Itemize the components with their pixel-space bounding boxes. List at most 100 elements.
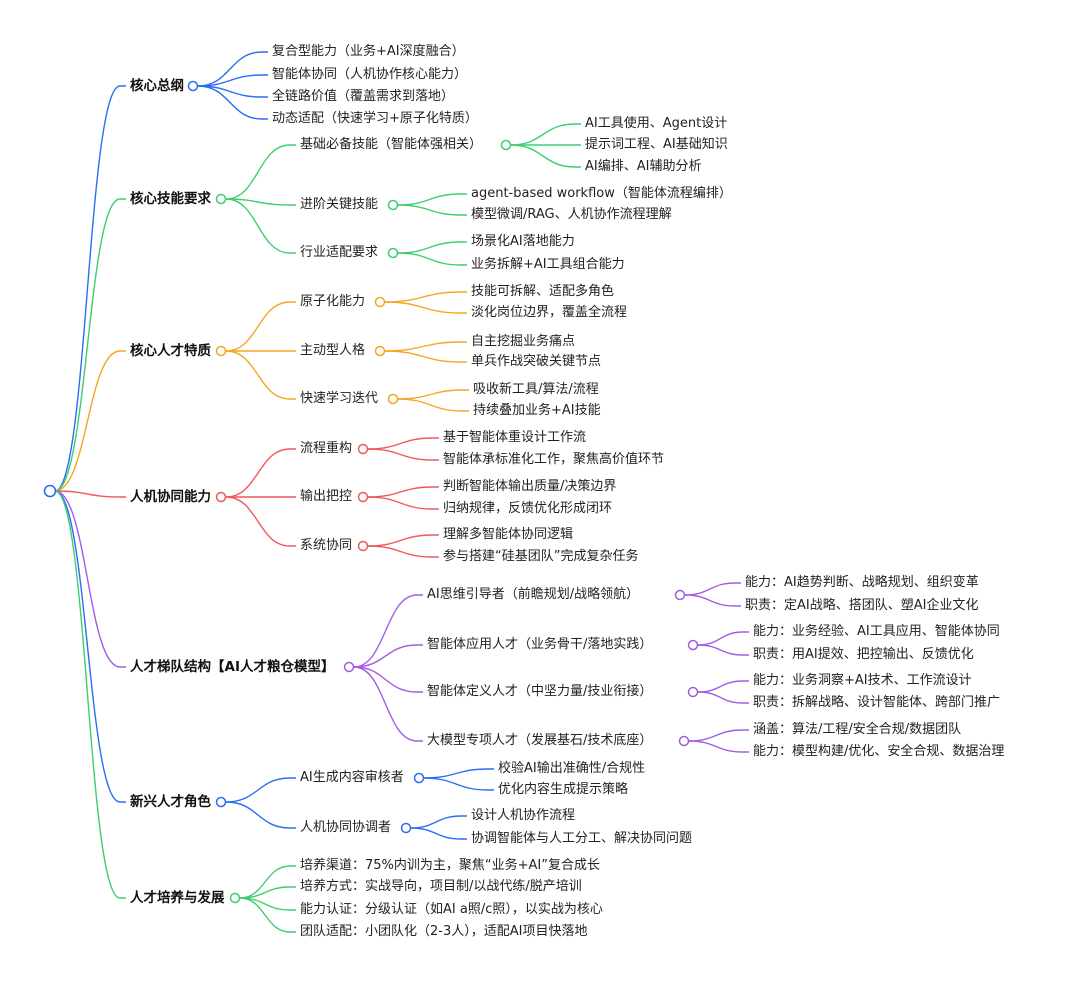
collapse-toggle-icon[interactable] (357, 491, 369, 503)
topic-node[interactable]: 智能体协同（人机协作核心能力） (272, 67, 468, 82)
topic-node[interactable]: 行业适配要求 (300, 245, 379, 260)
connector-line (197, 51, 268, 87)
connector-line (510, 144, 581, 168)
leaf-node[interactable]: 模型微调/RAG、人机协作流程理解 (471, 207, 672, 222)
topic-node[interactable]: 培养方式：实战导向，项目制/以战代练/脱产培训 (300, 879, 582, 894)
topic-node[interactable]: 培养渠道：75%内训为主，聚焦“业务+AI”复合成长 (300, 858, 600, 873)
topic-node[interactable]: 动态适配（快速学习+原子化特质） (272, 111, 478, 126)
leaf-node[interactable]: 技能可拆解、适配多角色 (471, 284, 615, 299)
branch-node[interactable]: 人才梯队结构【AI人才粮仓模型】 (130, 659, 335, 675)
topic-node[interactable]: 团队适配：小团队化（2-3人），适配AI项目快落地 (300, 924, 588, 939)
branch-node[interactable]: 人机协同能力 (130, 489, 211, 505)
topic-node[interactable]: 复合型能力（业务+AI深度融合） (272, 44, 465, 59)
leaf-node[interactable]: 能力：业务洞察+AI技术、工作流设计 (753, 673, 972, 688)
leaf-node[interactable]: 职责：定AI战略、搭团队、塑AI企业文化 (745, 598, 979, 613)
collapse-toggle-icon[interactable] (674, 589, 686, 601)
leaf-node[interactable]: 场景化AI落地能力 (471, 234, 575, 249)
leaf-node[interactable]: 参与搭建“硅基团队”完成复杂任务 (443, 549, 639, 564)
leaf-node[interactable]: 业务拆解+AI工具组合能力 (471, 257, 625, 272)
collapse-toggle-icon[interactable] (387, 199, 399, 211)
topic-node[interactable]: AI生成内容审核者 (300, 770, 404, 785)
connector-line (225, 777, 296, 803)
topic-node[interactable]: 全链路价值（覆盖需求到落地） (272, 89, 455, 104)
connector-line (510, 123, 581, 146)
collapse-toggle-icon[interactable] (343, 661, 355, 673)
topic-node[interactable]: 能力认证：分级认证（如AI a照/c照），以实战为核心 (300, 902, 603, 917)
connector-line (684, 582, 741, 596)
collapse-toggle-icon[interactable] (387, 393, 399, 405)
leaf-node[interactable]: 吸收新工具/算法/流程 (473, 382, 599, 397)
branch-node[interactable]: 核心总纲 (130, 78, 184, 94)
collapse-toggle-icon[interactable] (400, 822, 412, 834)
topic-node[interactable]: 输出把控 (300, 489, 353, 504)
collapse-toggle-icon[interactable] (413, 772, 425, 784)
branch-node[interactable]: 新兴人才角色 (130, 794, 211, 810)
topic-node[interactable]: 流程重构 (300, 441, 353, 456)
collapse-toggle-icon[interactable] (229, 892, 241, 904)
collapse-toggle-icon[interactable] (678, 735, 690, 747)
connector-line (239, 865, 296, 899)
connector-line (225, 350, 296, 400)
topic-node[interactable]: 进阶关键技能 (300, 197, 379, 212)
leaf-node[interactable]: AI工具使用、Agent设计 (585, 116, 728, 131)
topic-node[interactable]: 快速学习迭代 (300, 391, 379, 406)
leaf-node[interactable]: AI编排、AI辅助分析 (585, 159, 702, 174)
leaf-node[interactable]: 涵盖：算法/工程/安全合规/数据团队 (753, 722, 962, 737)
collapse-toggle-icon[interactable] (357, 443, 369, 455)
collapse-toggle-icon[interactable] (687, 686, 699, 698)
leaf-node[interactable]: 职责：用AI提效、把控输出、反馈优化 (753, 647, 974, 662)
topic-node[interactable]: 智能体定义人才（中坚力量/技业衔接） (427, 684, 653, 699)
collapse-toggle-icon[interactable] (687, 639, 699, 651)
collapse-toggle-icon[interactable] (187, 80, 199, 92)
leaf-node[interactable]: 协调智能体与人工分工、解决协同问题 (471, 831, 693, 846)
topic-node[interactable]: 系统协同 (300, 538, 353, 553)
leaf-node[interactable]: agent-based workflow（智能体流程编排） (471, 186, 732, 201)
connector-line (397, 398, 469, 412)
leaf-node[interactable]: 能力：AI趋势判断、战略规划、组织变革 (745, 575, 979, 590)
leaf-node[interactable]: 理解多智能体协同逻辑 (443, 527, 574, 542)
collapse-toggle-icon[interactable] (374, 345, 386, 357)
leaf-node[interactable]: 单兵作战突破关键节点 (471, 354, 602, 369)
leaf-node[interactable]: 智能体承标准化工作，聚焦高价值环节 (443, 452, 665, 467)
connector-line (239, 897, 296, 933)
leaf-node[interactable]: 能力：业务经验、AI工具应用、智能体协同 (753, 624, 1000, 639)
leaf-node[interactable]: 优化内容生成提示策略 (498, 782, 629, 797)
topic-node[interactable]: 智能体应用人才（业务骨干/落地实践） (427, 637, 653, 652)
leaf-node[interactable]: 校验AI输出准确性/合规性 (498, 761, 646, 776)
leaf-node[interactable]: 淡化岗位边界，覆盖全流程 (471, 305, 628, 320)
topic-node[interactable]: 大模型专项人才（发展基石/技术底座） (427, 733, 653, 748)
branch-node[interactable]: 核心人才特质 (130, 343, 211, 359)
topic-node[interactable]: 人机协同协调者 (300, 820, 392, 835)
branch-node[interactable]: 核心技能要求 (130, 191, 211, 207)
leaf-node[interactable]: 基于智能体重设计工作流 (443, 430, 587, 445)
collapse-toggle-icon[interactable] (215, 345, 227, 357)
collapse-toggle-icon[interactable] (215, 193, 227, 205)
connector-line (225, 301, 296, 352)
leaf-node[interactable]: 判断智能体输出质量/决策边界 (443, 479, 617, 494)
topic-node[interactable]: 主动型人格 (300, 343, 366, 358)
collapse-toggle-icon[interactable] (215, 491, 227, 503)
leaf-node[interactable]: 能力：模型构建/优化、安全合规、数据治理 (753, 744, 1005, 759)
leaf-node[interactable]: 归纳规律，反馈优化形成闭环 (443, 501, 613, 516)
collapse-toggle-icon[interactable] (357, 540, 369, 552)
connector-line (367, 534, 439, 547)
topic-node[interactable]: AI思维引导者（前瞻规划/战略领航） (427, 587, 640, 602)
topic-node[interactable]: 原子化能力 (300, 294, 366, 309)
leaf-node[interactable]: 提示词工程、AI基础知识 (585, 137, 728, 152)
leaf-node[interactable]: 职责：拆解战略、设计智能体、跨部门推广 (753, 695, 1001, 710)
connector-line (54, 198, 126, 492)
topic-node[interactable]: 基础必备技能（智能体强相关） (300, 137, 483, 152)
leaf-node[interactable]: 持续叠加业务+AI技能 (473, 403, 601, 418)
branch-node[interactable]: 人才培养与发展 (130, 890, 225, 906)
leaf-node[interactable]: 自主挖掘业务痛点 (471, 334, 576, 349)
leaf-node[interactable]: 设计人机协作流程 (471, 808, 576, 823)
connector-line (54, 490, 126, 803)
connector-line (384, 301, 467, 314)
collapse-toggle-icon[interactable] (387, 247, 399, 259)
collapse-toggle-icon[interactable] (500, 139, 512, 151)
collapse-toggle-icon[interactable] (215, 796, 227, 808)
collapse-toggle-icon[interactable] (374, 296, 386, 308)
connector-line (697, 680, 749, 693)
root-node-toggle-icon[interactable] (43, 484, 57, 498)
connector-line (225, 144, 296, 200)
